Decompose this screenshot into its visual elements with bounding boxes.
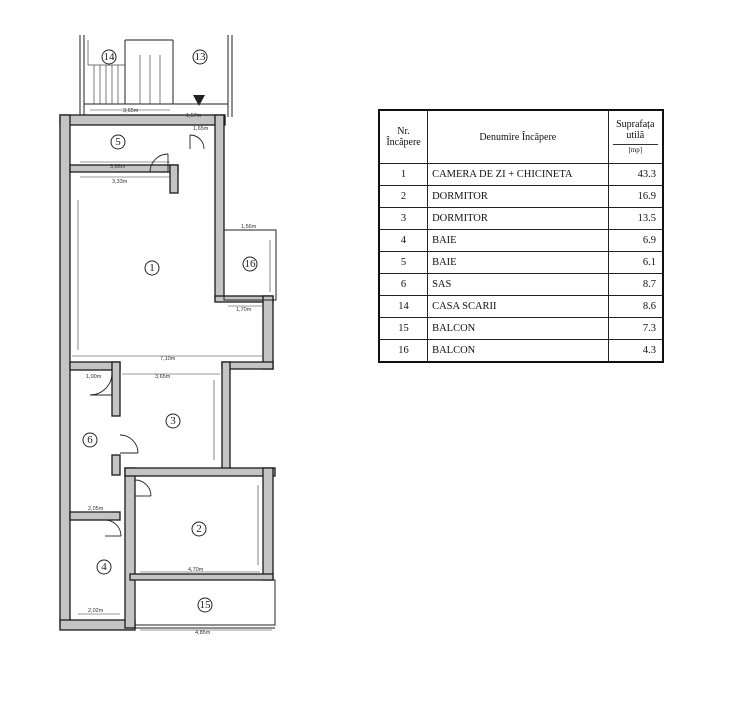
room-label-16: 16 [245, 258, 257, 270]
dim-label: 3,65m [123, 108, 139, 114]
room-label-4: 4 [101, 561, 107, 573]
dim-label: 2,02m [88, 608, 104, 614]
dim-label: 4,70m [188, 567, 204, 573]
header-name: Denumire Încăpere [427, 109, 609, 164]
room-label-2: 2 [196, 523, 202, 535]
room-label-1: 1 [149, 262, 155, 274]
stair-area [79, 35, 233, 117]
dim-label: 7,10m [160, 356, 176, 362]
balcony-16-outline [223, 229, 277, 301]
room-label-15: 15 [200, 599, 212, 611]
header-area: Suprafața utilă [mp] [607, 109, 664, 164]
dim-label: 3,65m [155, 374, 171, 380]
dim-label: 1,00m [86, 374, 102, 380]
room-area-table: Nr. Încăpere Denumire Încăpere Suprafața… [378, 109, 664, 363]
room-label-6: 6 [87, 434, 93, 446]
dim-label: 3,33m [112, 179, 128, 185]
room-label-3: 3 [170, 415, 176, 427]
balcony-15-outline [134, 579, 276, 629]
dim-label: 4,85m [195, 630, 211, 636]
room-label-5: 5 [115, 136, 121, 148]
room-markers: 14 13 5 1 16 3 6 2 4 15 [82, 49, 258, 613]
header-nr: Nr. Încăpere [378, 109, 429, 164]
table-header-row: Nr. Încăpere Denumire Încăpere Suprafața… [378, 109, 664, 164]
room-label-13: 13 [195, 51, 207, 63]
dim-label: 2,05m [88, 506, 104, 512]
dim-label: 1,57m [186, 113, 202, 119]
dim-label: 1,70m [236, 307, 252, 313]
floor-plan: 3,65m 1,57m 1,65m 3,66m 3,33m 1,56m 1,70… [59, 35, 277, 636]
stair-arrow-icon [193, 95, 205, 106]
dim-label: 1,65m [193, 126, 209, 132]
header-unit: [mp] [612, 143, 658, 156]
walls [59, 114, 276, 631]
dimension-labels: 3,65m 1,57m 1,65m 3,66m 3,33m 1,56m 1,70… [86, 108, 257, 636]
room-label-14: 14 [104, 51, 116, 63]
dimension-lines [72, 109, 272, 631]
dim-label: 3,66m [110, 164, 126, 170]
dim-label: 1,56m [241, 224, 257, 230]
doors [89, 134, 205, 537]
